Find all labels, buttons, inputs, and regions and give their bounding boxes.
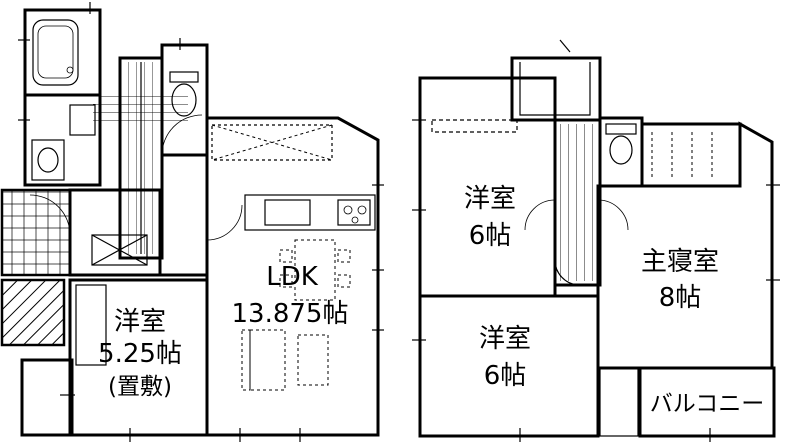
dimension-ticks-2f [412, 39, 780, 442]
dimension-ticks-1f [18, 2, 384, 442]
western-room-2f-bottom-name: 洋室 [479, 324, 531, 354]
western-room-1f-size: 5.25帖 [98, 339, 182, 369]
ldk-name: LDK [266, 262, 319, 292]
closet-2f [640, 122, 742, 188]
storage-1f [68, 188, 162, 277]
staircase-1f [93, 56, 188, 260]
master-bedroom-name: 主寝室 [641, 247, 719, 277]
staircase-2f [510, 56, 602, 287]
western-room-2f-top-name: 洋室 [464, 184, 516, 214]
floor-1: LDK 13.875帖 洋室 5.25帖 (置敷) [0, 2, 384, 442]
master-bedroom-size: 8帖 [659, 283, 702, 313]
western-room-1f [20, 278, 209, 437]
washroom [23, 93, 102, 187]
master-bedroom [596, 121, 774, 370]
western-room-1f-name: 洋室 [114, 307, 166, 337]
balcony-name: バルコニー [650, 391, 765, 417]
western-room-2f-top-size: 6帖 [469, 221, 512, 251]
toilet-2f [598, 116, 644, 188]
entrance [0, 188, 72, 347]
bathroom [23, 8, 102, 97]
western-room-1f-note: (置敷) [108, 374, 172, 400]
ldk-size: 13.875帖 [232, 299, 349, 329]
toilet-1f [160, 43, 209, 157]
floor-2: 洋室 6帖 洋室 6帖 主寝室 8帖 バルコニー [412, 39, 780, 442]
western-room-2f-bottom-size: 6帖 [484, 361, 527, 391]
balcony [599, 366, 776, 438]
